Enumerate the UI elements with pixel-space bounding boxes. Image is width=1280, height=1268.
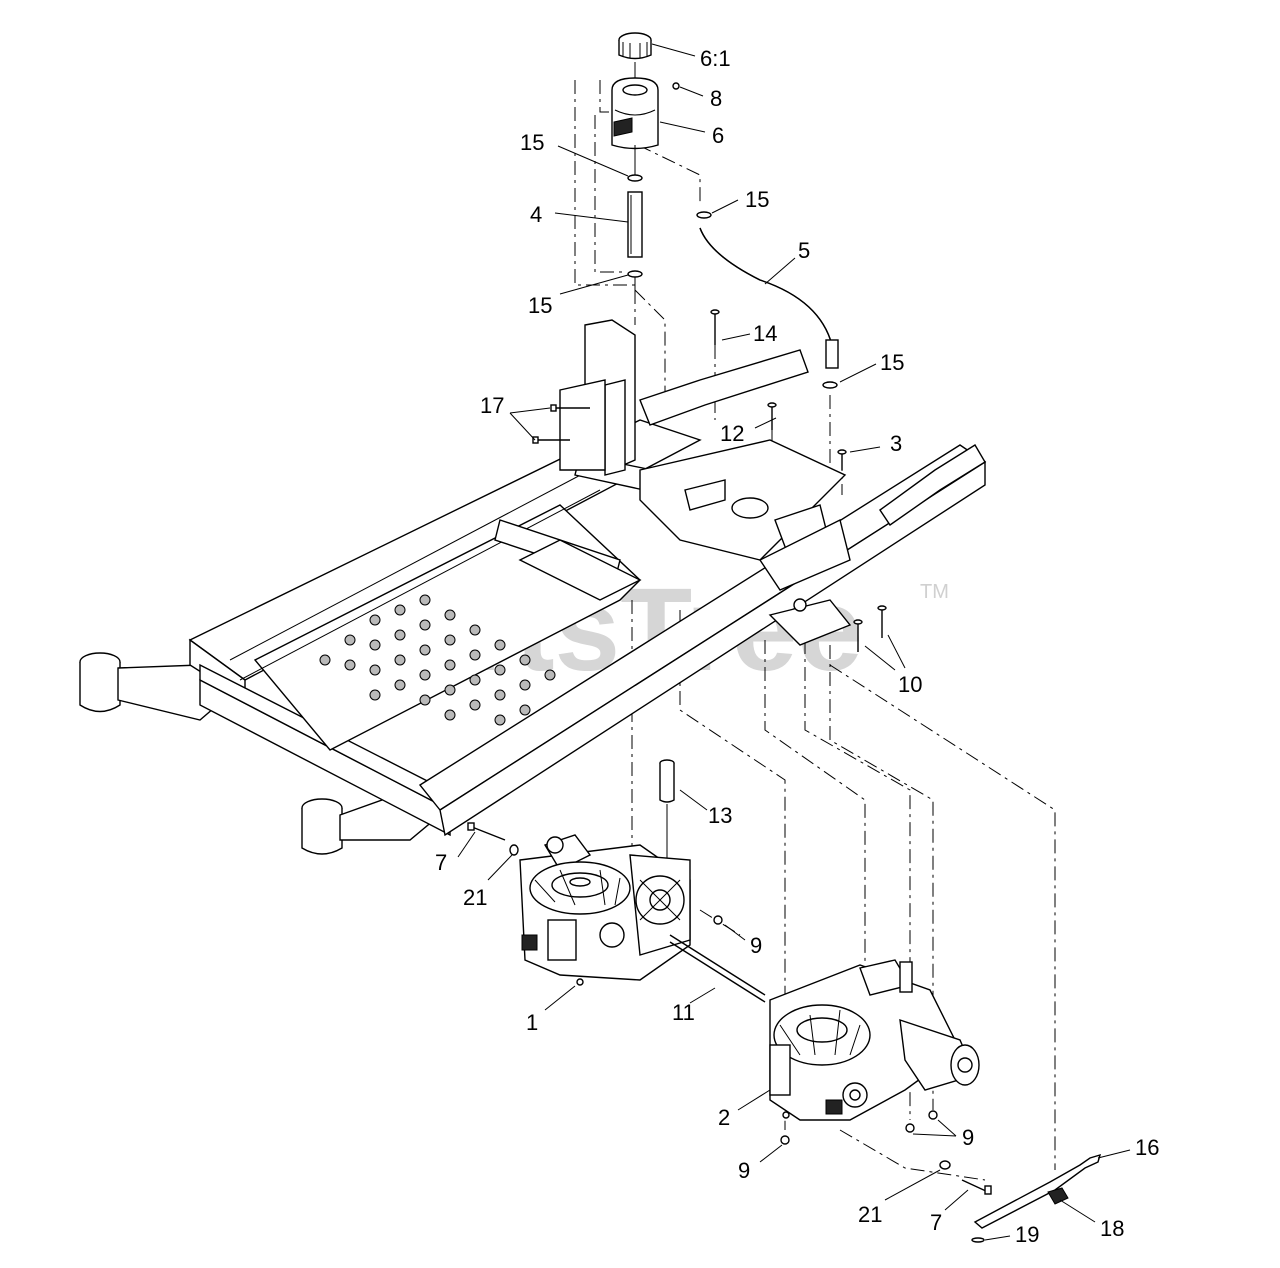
alignment-lines xyxy=(574,80,1056,1181)
callout-15-right: 15 xyxy=(880,350,904,375)
callout-12: 12 xyxy=(720,421,744,446)
callout-3: 3 xyxy=(890,431,902,456)
callout-1: 1 xyxy=(526,1010,538,1035)
callout-15-hose: 15 xyxy=(745,187,769,212)
callout-15-lower: 15 xyxy=(528,293,552,318)
watermark-trademark: TM xyxy=(920,581,949,603)
callout-6: 6 xyxy=(712,123,724,148)
chassis-frame xyxy=(79,319,987,855)
callout-4: 4 xyxy=(530,202,542,227)
callout-9-lower: 9 xyxy=(738,1158,750,1183)
callout-17: 17 xyxy=(480,393,504,418)
callout-14: 14 xyxy=(753,321,777,346)
callout-5: 5 xyxy=(798,238,810,263)
callout-11: 11 xyxy=(672,1000,695,1025)
footrest-holes xyxy=(319,594,556,726)
hydraulic-reservoir xyxy=(611,32,680,175)
callout-16: 16 xyxy=(1135,1135,1159,1160)
callout-13: 13 xyxy=(708,803,732,828)
hoses-and-clamps xyxy=(627,174,839,389)
small-hardware xyxy=(467,822,992,1195)
callout-8: 8 xyxy=(710,86,722,111)
callout-10: 10 xyxy=(898,672,922,697)
callout-21-left: 21 xyxy=(463,885,487,910)
spacer xyxy=(659,759,675,860)
callout-9-right: 9 xyxy=(962,1125,974,1150)
pump-bracket xyxy=(971,1153,1102,1243)
callout-labels: 6:1 8 6 15 15 4 5 15 14 15 17 12 3 10 13… xyxy=(435,46,1159,1247)
callout-2: 2 xyxy=(718,1105,730,1130)
callout-7-right: 7 xyxy=(930,1210,942,1235)
callout-18: 18 xyxy=(1100,1216,1124,1241)
leader-lines xyxy=(457,43,1131,1241)
hydro-transaxle-left xyxy=(519,834,766,1003)
callout-15-upper: 15 xyxy=(520,130,544,155)
callout-21-right: 21 xyxy=(858,1202,882,1227)
fasteners xyxy=(532,309,887,652)
hydro-transaxle-right xyxy=(769,959,980,1121)
callout-19: 19 xyxy=(1015,1222,1039,1247)
callout-9-upper: 9 xyxy=(750,933,762,958)
callout-7-left: 7 xyxy=(435,850,447,875)
callout-6-1: 6:1 xyxy=(700,46,731,71)
